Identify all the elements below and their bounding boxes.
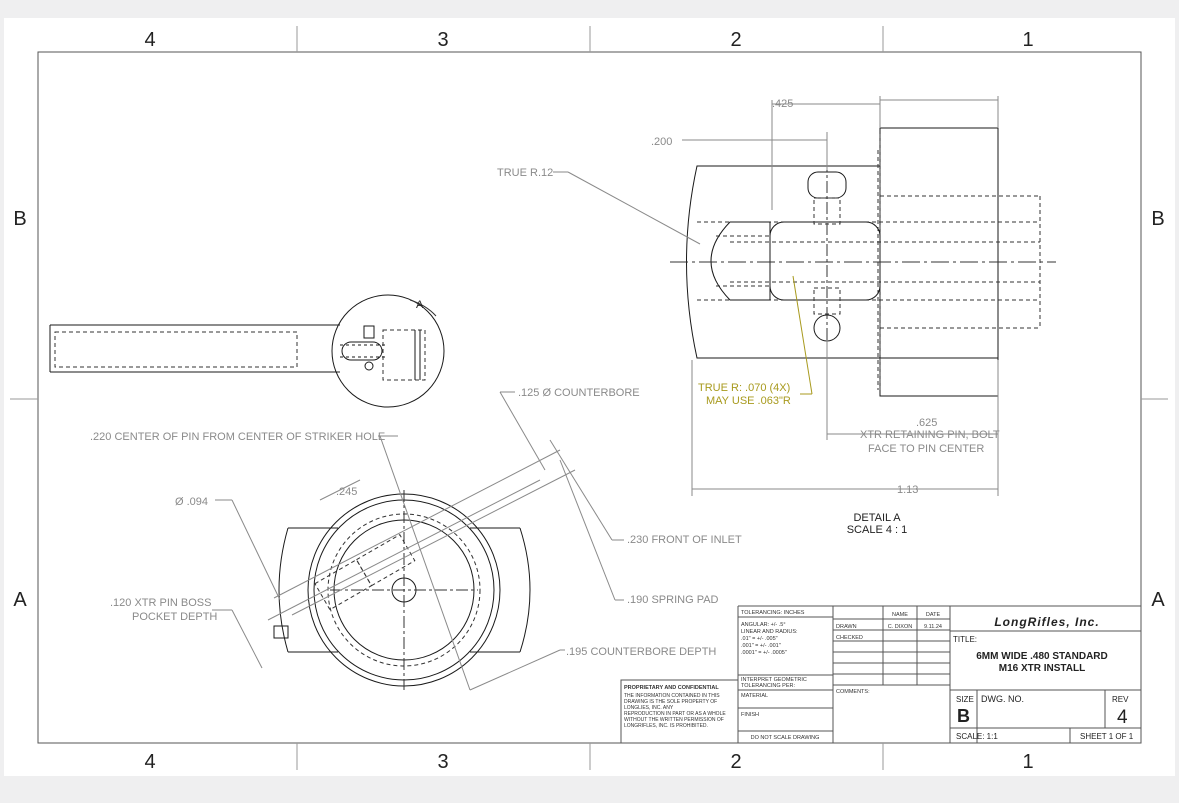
zone-col-1-top: 1 (1022, 29, 1033, 51)
tb-comments: COMMENTS: (836, 689, 870, 695)
tb-drawn: DRAWN (836, 624, 857, 630)
cb-depth-label: .195 COUNTERBORE DEPTH (566, 646, 716, 658)
true-r-070-label: TRUE R: .070 (4X) (698, 382, 790, 394)
spring-pad-label: .190 SPRING PAD (627, 594, 719, 606)
tb-angular: ANGULAR: +/- .5° (741, 622, 786, 628)
tb-finish: FINISH (741, 712, 759, 718)
tb-title-1: 6MM WIDE .480 STANDARD (976, 651, 1108, 662)
tb-prop1: THE INFORMATION CONTAINED IN THIS (624, 693, 720, 699)
paper (4, 18, 1175, 776)
zone-row-a-left: A (13, 589, 27, 611)
xtr-pin-label-2: FACE TO PIN CENTER (868, 443, 984, 455)
tb-checked: CHECKED (836, 635, 863, 641)
dia-094-label: Ø .094 (175, 496, 208, 508)
tb-prop3: LONGLIES, INC. ANY (624, 705, 674, 711)
zone-col-2-top: 2 (730, 29, 741, 51)
tb-prop2: DRAWING IS THE SOLE PROPERTY OF (624, 699, 717, 705)
tb-linear: LINEAR AND RADIUS: (741, 629, 798, 635)
pin-boss-label-1: .120 XTR PIN BOSS (110, 597, 211, 609)
dim-625-label: .625 (916, 417, 937, 429)
tb-prop6: LONGRIFLES, INC. IS PROHIBITED. (624, 723, 708, 729)
tb-tol3: .0001" = +/- .0005" (741, 650, 787, 656)
title-block-frame (620, 605, 1141, 744)
dim-113-label: 1.13 (897, 484, 918, 496)
detail-a-view (553, 96, 1056, 496)
zone-col-3-top: 3 (437, 29, 448, 51)
zone-col-1-bottom: 1 (1022, 751, 1033, 773)
tb-rev: 4 (1117, 707, 1128, 728)
zone-col-3-bottom: 3 (437, 751, 448, 773)
may-use-label: MAY USE .063"R (706, 395, 791, 407)
tb-drawn-date: 9.11.24 (924, 624, 942, 630)
front-view (273, 490, 531, 690)
tb-dwg-no: DWG. NO. (981, 694, 1024, 704)
tb-interpret1: INTERPRET GEOMETRIC (741, 677, 807, 683)
detail-callout-a: A (416, 299, 424, 311)
tb-size: B (957, 706, 970, 726)
tb-tolerancing: TOLERANCING: INCHES (741, 610, 805, 616)
tb-rev-label: REV (1112, 695, 1129, 704)
xtr-pin-label-1: XTR RETAINING PIN, BOLT (860, 429, 1000, 441)
tb-sheet: SHEET 1 OF 1 (1080, 732, 1134, 741)
true-r12-label: TRUE R.12 (497, 167, 553, 179)
tb-company: LongRifles, Inc. (994, 615, 1099, 629)
front-inlet-label: .230 FRONT OF INLET (627, 534, 742, 546)
zone-row-a-right: A (1151, 589, 1165, 611)
tb-tol1: .01" = +/- .005" (741, 636, 778, 642)
tb-do-not-scale: DO NOT SCALE DRAWING (751, 735, 820, 741)
side-view (49, 294, 445, 408)
tb-drawn-name: C. DIXON (888, 624, 912, 630)
tb-proprietary: PROPRIETARY AND CONFIDENTIAL (624, 685, 719, 691)
tb-prop4: REPRODUCTION IN PART OR AS A WHOLE (624, 711, 726, 717)
detail-title: DETAIL A (853, 512, 901, 524)
dim-245-label: .245 (336, 486, 357, 498)
detail-scale: SCALE 4 : 1 (847, 524, 908, 536)
tb-name-hdr: NAME (892, 612, 908, 618)
dim-425-label: .425 (772, 98, 793, 110)
zone-row-b-right: B (1151, 208, 1164, 230)
zone-col-4-top: 4 (144, 29, 155, 51)
tb-date-hdr: DATE (926, 612, 941, 618)
counterbore-125-label: .125 Ø COUNTERBORE (518, 387, 640, 399)
tb-material: MATERIAL (741, 693, 768, 699)
dim-200-label: .200 (651, 136, 672, 148)
tb-title-label: TITLE: (953, 635, 977, 644)
zone-col-4-bottom: 4 (144, 751, 155, 773)
zone-col-2-bottom: 2 (730, 751, 741, 773)
tb-scale: SCALE: 1:1 (956, 732, 998, 741)
tb-interpret2: TOLERANCING PER: (741, 683, 795, 689)
tb-prop5: WITHOUT THE WRITTEN PERMISSION OF (624, 717, 724, 723)
tb-title-2: M16 XTR INSTALL (999, 663, 1085, 674)
center-pin-label: .220 CENTER OF PIN FROM CENTER OF STRIKE… (90, 431, 385, 443)
tb-size-label: SIZE (956, 695, 974, 704)
zone-row-b-left: B (13, 208, 26, 230)
tb-tol2: .001" = +/- .001" (741, 643, 781, 649)
pin-boss-label-2: POCKET DEPTH (132, 611, 217, 623)
